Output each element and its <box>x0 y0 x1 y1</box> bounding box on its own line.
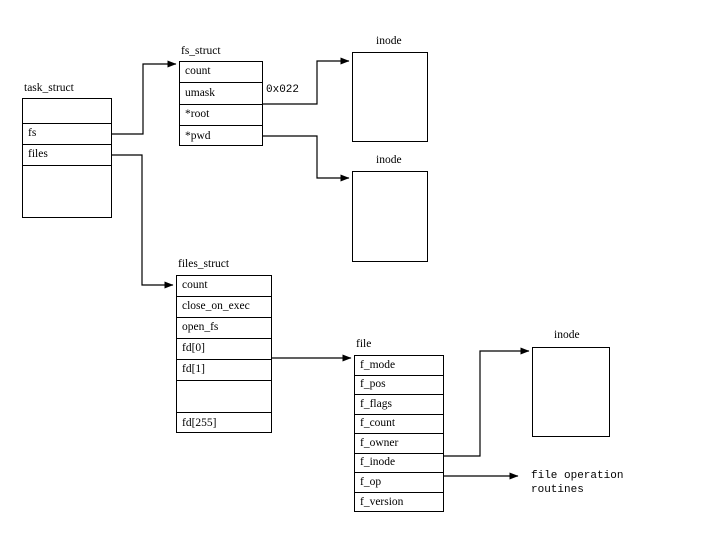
file-operation-routines-line-2: routines <box>531 484 584 496</box>
box-inode-2 <box>352 171 428 262</box>
files_struct-row-open_fs[interactable]: open_fs <box>177 318 271 339</box>
fs_struct-caption: fs_struct <box>181 45 221 57</box>
fs_struct-row-count[interactable]: count <box>180 62 262 83</box>
task_struct-row-0 <box>23 99 111 124</box>
files_struct-row-gap <box>177 381 271 413</box>
connector-f_inode-to-inode-3 <box>444 347 530 457</box>
task_struct-row-files[interactable]: files <box>23 145 111 166</box>
struct-file: f_mode f_pos f_flags f_count f_owner f_i… <box>354 355 444 512</box>
connector-files-to-files_struct <box>112 154 174 289</box>
files_struct-row-fd255[interactable]: fd[255] <box>182 416 217 429</box>
file-row-f_owner[interactable]: f_owner <box>355 434 443 454</box>
fs_struct-row-pwd[interactable]: *pwd <box>185 129 211 142</box>
file-row-f_flags[interactable]: f_flags <box>355 395 443 415</box>
struct-fs_struct: count umask *root *pwd <box>179 61 263 146</box>
files_struct-row-fd0[interactable]: fd[0] <box>177 339 271 360</box>
struct-files_struct: count close_on_exec open_fs fd[0] fd[1] … <box>176 275 272 433</box>
task_struct-caption: task_struct <box>24 82 74 94</box>
inode-1-caption: inode <box>376 35 402 47</box>
box-inode-1 <box>352 52 428 142</box>
fs_struct-row-umask[interactable]: umask <box>180 83 262 105</box>
inode-2-caption: inode <box>376 154 402 166</box>
file-caption: file <box>356 338 372 350</box>
file-row-f_count[interactable]: f_count <box>355 415 443 434</box>
connector-fs-to-fs_struct <box>112 60 177 135</box>
files_struct-row-fd1[interactable]: fd[1] <box>177 360 271 381</box>
file-operation-routines-line-1: file operation <box>531 470 624 482</box>
inode-3-caption: inode <box>554 329 580 341</box>
connector-root-to-inode-1 <box>263 57 350 105</box>
file-row-f_op[interactable]: f_op <box>355 473 443 493</box>
file-row-f_mode[interactable]: f_mode <box>355 356 443 376</box>
file-row-f_version[interactable]: f_version <box>360 496 404 509</box>
struct-task_struct: fs files <box>22 98 112 218</box>
fs_struct-row-root[interactable]: *root <box>180 105 262 126</box>
connector-pwd-to-inode-2 <box>263 135 350 182</box>
files_struct-row-count[interactable]: count <box>177 276 271 297</box>
box-inode-3 <box>532 347 610 437</box>
file-row-f_inode[interactable]: f_inode <box>355 454 443 473</box>
umask-value-label: 0x022 <box>266 84 300 96</box>
file-row-f_pos[interactable]: f_pos <box>355 376 443 395</box>
task_struct-row-fs[interactable]: fs <box>23 124 111 145</box>
files_struct-caption: files_struct <box>178 258 230 270</box>
files_struct-row-close_on_exec[interactable]: close_on_exec <box>177 297 271 318</box>
task_struct-row-3 <box>23 166 111 217</box>
